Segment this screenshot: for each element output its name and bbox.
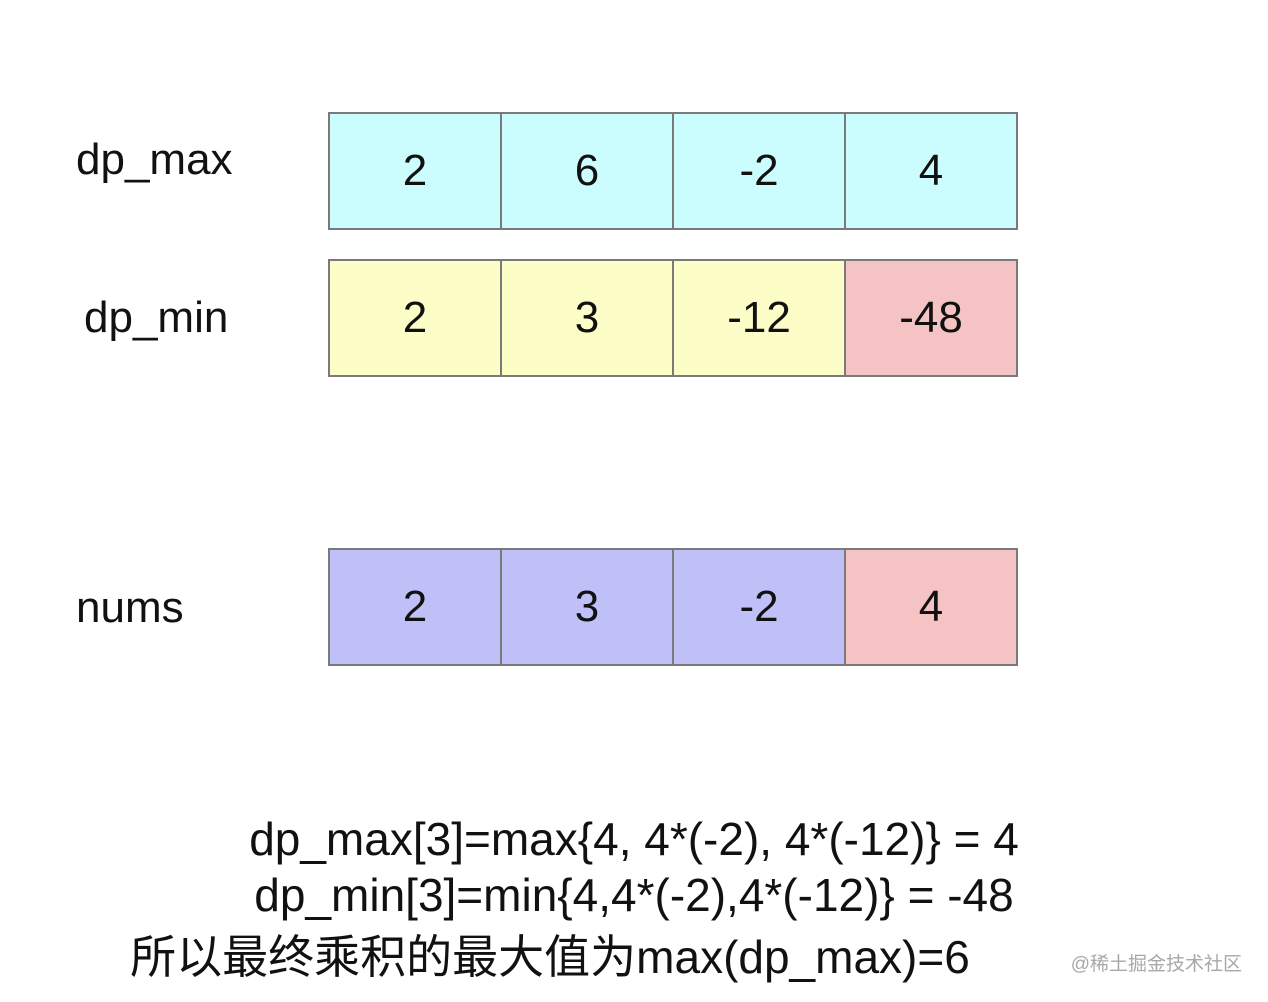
dp-max-cell: -2 bbox=[672, 112, 846, 230]
formula-dp-min: dp_min[3]=min{4,4*(-2),4*(-12)} = -48 bbox=[254, 869, 1014, 921]
dp-max-array: 2 6 -2 4 bbox=[328, 112, 1024, 230]
watermark-text: @稀土掘金技术社区 bbox=[1070, 954, 1242, 975]
nums-cell-highlight: 4 bbox=[844, 548, 1018, 666]
formula-dp-max: dp_max[3]=max{4, 4*(-2), 4*(-12)} = 4 bbox=[249, 813, 1019, 865]
row-label-nums: nums bbox=[76, 583, 184, 632]
nums-cell: 3 bbox=[500, 548, 674, 666]
dp-min-cell: 2 bbox=[328, 259, 502, 377]
row-label-dp-min: dp_min bbox=[84, 293, 229, 342]
dp-min-cell: -12 bbox=[672, 259, 846, 377]
dp-max-cell: 6 bbox=[500, 112, 674, 230]
nums-cell: -2 bbox=[672, 548, 846, 666]
nums-cell: 2 bbox=[328, 548, 502, 666]
dp-min-cell-highlight: -48 bbox=[844, 259, 1018, 377]
dp-min-array: 2 3 -12 -48 bbox=[328, 259, 1024, 377]
row-label-dp-max: dp_max bbox=[76, 135, 233, 184]
dp-min-cell: 3 bbox=[500, 259, 674, 377]
dp-max-cell: 4 bbox=[844, 112, 1018, 230]
formula-conclusion: 所以最终乘积的最大值为max(dp_max)=6 bbox=[130, 931, 970, 983]
dp-max-cell: 2 bbox=[328, 112, 502, 230]
nums-array: 2 3 -2 4 bbox=[328, 548, 1024, 666]
